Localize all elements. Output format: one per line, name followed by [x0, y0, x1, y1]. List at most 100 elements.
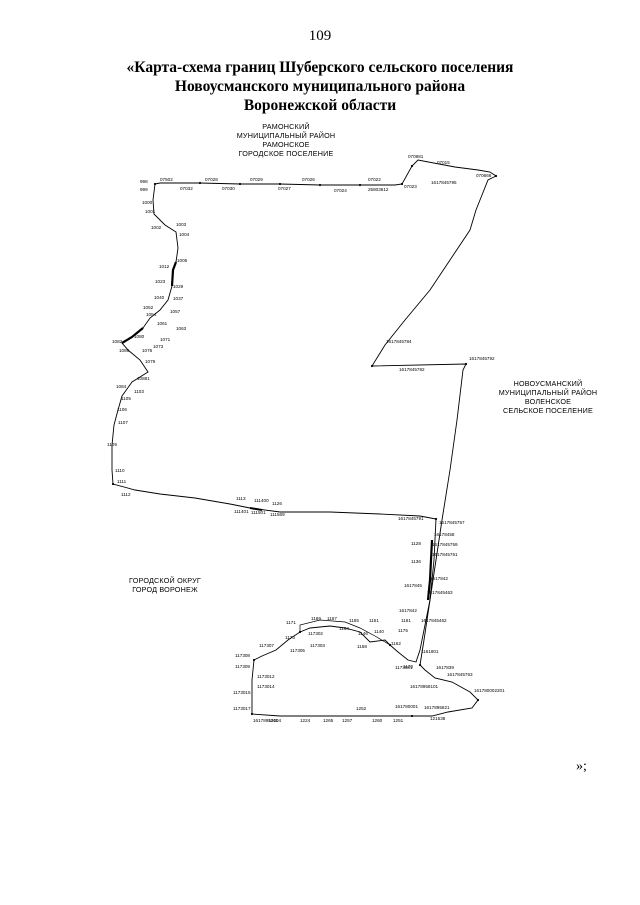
point-label: 07027 — [278, 186, 291, 191]
boundary-point — [278, 182, 282, 186]
point-label: 1617845763 — [447, 672, 473, 677]
point-label: 07030 — [222, 186, 235, 191]
point-label: 1111 — [117, 479, 127, 484]
point-label: 1113 — [236, 496, 246, 501]
boundary-point — [410, 164, 414, 168]
point-label: 1617839 — [436, 665, 454, 670]
point-label: 1126 — [272, 501, 282, 506]
boundary-point — [418, 663, 422, 667]
point-label: 998 — [140, 179, 148, 184]
point-label: 1167 — [327, 616, 337, 621]
point-label: 999 — [140, 187, 148, 192]
point-label: 1037 — [173, 296, 184, 301]
point-label: 161780001 — [395, 704, 418, 709]
boundary-bold-segment — [170, 261, 178, 287]
point-label: 1071 — [160, 337, 171, 342]
point-label: 111400 — [254, 498, 269, 503]
point-label: 1162 — [391, 641, 401, 646]
point-label: 1257 — [342, 718, 353, 723]
point-label: 117309 — [235, 664, 250, 669]
point-label: 1107 — [118, 420, 128, 425]
boundary-bold-segment — [426, 539, 434, 601]
point-label: 1080 — [134, 334, 145, 339]
point-label: 07028 — [205, 177, 218, 182]
point-label: 1161 — [401, 618, 411, 623]
point-label: 1617845463 — [427, 590, 453, 595]
point-label: 1146 — [358, 631, 368, 636]
region-line: ВОЛЕНСКОЕ — [525, 397, 571, 406]
boundary-point — [250, 712, 254, 716]
boundary-point — [388, 643, 392, 647]
point-label: 1617845792 — [469, 356, 495, 361]
point-label: 07015 — [437, 160, 450, 165]
point-label: 1165 — [349, 618, 359, 623]
point-label: 1112 — [121, 492, 131, 497]
point-label: 1136 — [411, 559, 421, 564]
point-label: 1109 — [107, 442, 117, 447]
point-label: 1076 — [142, 348, 153, 353]
point-label: 1241 — [268, 718, 279, 723]
point-label: 07032 — [180, 186, 193, 191]
point-label: 117303 — [310, 643, 325, 648]
point-label: 1617842 — [399, 608, 417, 613]
point-label: 16178958101 — [410, 684, 439, 689]
point-label: 1004 — [179, 232, 190, 237]
point-label: 1175 — [398, 628, 408, 633]
point-label: 1040 — [154, 295, 165, 300]
title-line-1: «Карта-схема границ Шуберского сельского… — [126, 59, 514, 76]
point-label: 1251 — [393, 718, 404, 723]
point-label: 1617845782 — [399, 367, 425, 372]
point-label: 1005 — [177, 258, 188, 263]
region-line: НОВОУСМАНСКИЙ — [514, 379, 583, 388]
point-label: 1617842 — [430, 576, 448, 581]
point-label: 1173015 — [233, 690, 251, 695]
point-label: 1617895821 — [424, 705, 450, 710]
point-label: 1265 — [323, 718, 334, 723]
point-label: 117307 — [259, 643, 274, 648]
region-line: МУНИЦИПАЛЬНЫЙ РАЙОН — [237, 131, 336, 140]
title-line-3: Воронежской области — [243, 97, 397, 114]
region-line: ГОРОДСКОЙ ОКРУГ — [129, 576, 201, 585]
point-label: 1173012 — [257, 674, 275, 679]
point-label: 1617845761 — [432, 552, 458, 557]
point-label: 1001 — [145, 209, 156, 214]
point-label: 1617845795 — [431, 180, 457, 185]
point-label: 07023 — [404, 184, 417, 189]
point-label: 1052 — [143, 305, 154, 310]
point-label: 1617845462 — [421, 618, 447, 623]
page-number: 109 — [308, 28, 332, 44]
point-label: 1252 — [356, 706, 367, 711]
point-label: 1054 — [146, 312, 157, 317]
point-label: 1173081 — [395, 665, 413, 670]
point-label: 1063 — [176, 326, 187, 331]
boundary-point — [358, 183, 362, 187]
boundary-point — [252, 658, 256, 662]
point-label: 111401 — [234, 509, 249, 514]
point-label: 1002 — [151, 225, 162, 230]
point-label: 1106 — [117, 407, 127, 412]
point-label: 1082 — [112, 339, 123, 344]
point-label: 1617845759 — [432, 542, 458, 547]
boundary-bold-segment — [249, 507, 263, 511]
boundary-point — [238, 182, 242, 186]
boundary-line-south — [251, 518, 437, 717]
point-labels: 998 07502 999 07032 07030 07028 07029 07… — [107, 154, 505, 723]
boundary-point — [410, 714, 414, 718]
point-label: 1086 — [119, 348, 130, 353]
point-label: 117305 — [290, 648, 305, 653]
region-line: ГОРОДСКОЕ ПОСЕЛЕНИЕ — [239, 149, 334, 158]
point-label: 1617845791 — [398, 516, 424, 521]
point-label: 161780002201 — [474, 688, 505, 693]
point-label: 1170 — [403, 664, 413, 669]
region-line: МУНИЦИПАЛЬНЫЙ РАЙОН — [499, 388, 598, 397]
point-label: 07022 — [368, 177, 381, 182]
point-label: 1164 — [339, 626, 349, 631]
point-label: 1173014 — [257, 684, 275, 689]
point-label: 1173 — [285, 635, 295, 640]
point-label: 07026 — [302, 177, 315, 182]
boundary-line-main — [154, 159, 497, 717]
boundary-points — [111, 164, 498, 718]
region-label-novousmansky: НОВОУСМАНСКИЙ МУНИЦИПАЛЬНЫЙ РАЙОН ВОЛЕНС… — [499, 379, 598, 415]
point-label: 070666 — [476, 173, 492, 178]
point-label: 1161801 — [421, 649, 439, 654]
